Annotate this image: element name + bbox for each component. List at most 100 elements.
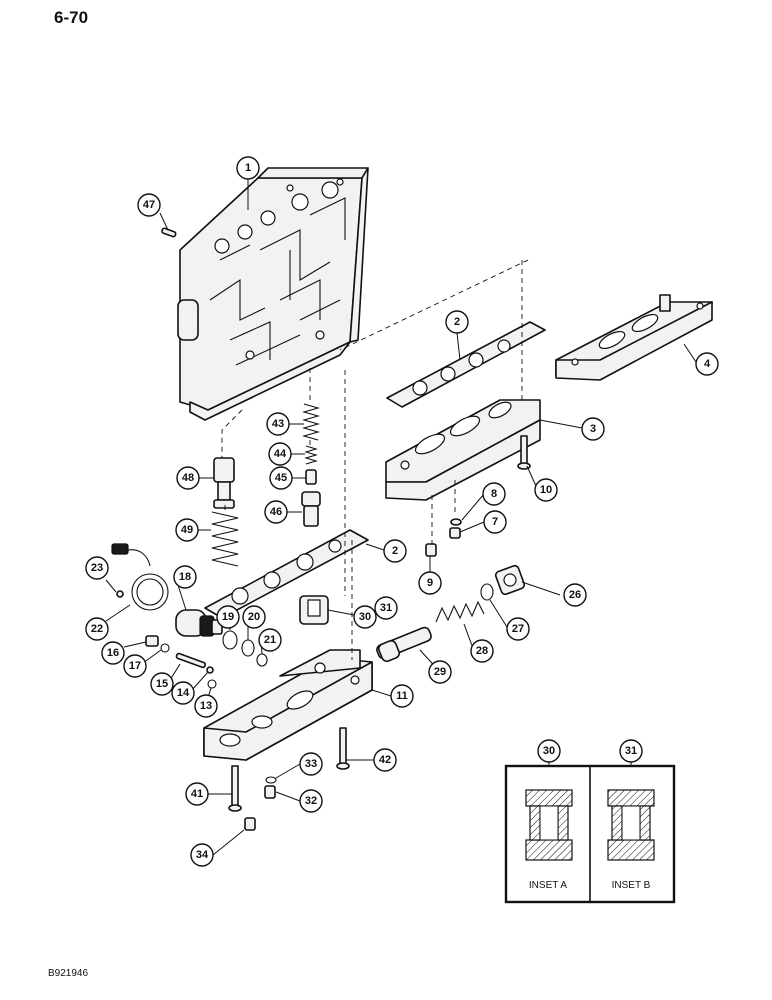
svg-text:29: 29 bbox=[434, 666, 446, 678]
inset-a-section bbox=[525, 789, 573, 861]
callout-48: 48 bbox=[176, 466, 200, 490]
svg-text:13: 13 bbox=[200, 700, 212, 712]
plug-part-32 bbox=[264, 785, 276, 799]
svg-text:22: 22 bbox=[91, 623, 103, 635]
callout-11: 11 bbox=[390, 684, 414, 708]
inset-a-callout: 30 bbox=[537, 739, 561, 763]
svg-text:9: 9 bbox=[427, 577, 433, 589]
callout-33: 33 bbox=[299, 752, 323, 776]
spring-part-49 bbox=[211, 511, 239, 567]
svg-text:20: 20 bbox=[248, 611, 260, 623]
callout-49: 49 bbox=[175, 518, 199, 542]
svg-text:23: 23 bbox=[91, 562, 103, 574]
callout-47: 47 bbox=[137, 193, 161, 217]
svg-text:16: 16 bbox=[107, 647, 119, 659]
solenoid-part-18 bbox=[175, 609, 223, 637]
svg-text:33: 33 bbox=[305, 758, 317, 770]
plug-part-7 bbox=[449, 527, 461, 539]
svg-text:21: 21 bbox=[264, 634, 276, 646]
svg-text:32: 32 bbox=[305, 795, 317, 807]
svg-text:26: 26 bbox=[569, 589, 581, 601]
bolt-part-10 bbox=[517, 435, 531, 470]
inset-b-callout: 31 bbox=[619, 739, 643, 763]
spool-part-45 bbox=[305, 469, 317, 485]
sleeve-part-30-31 bbox=[299, 595, 329, 625]
svg-text:42: 42 bbox=[379, 754, 391, 766]
callout-43: 43 bbox=[266, 412, 290, 436]
spring-part-44 bbox=[304, 445, 318, 465]
svg-text:17: 17 bbox=[129, 660, 141, 672]
ring-part-22 bbox=[131, 573, 169, 611]
valve-part-46 bbox=[301, 491, 321, 527]
gasket-upper-part-2 bbox=[386, 321, 546, 408]
callout-3: 3 bbox=[581, 417, 605, 441]
svg-text:18: 18 bbox=[179, 571, 191, 583]
callout-28: 28 bbox=[470, 639, 494, 663]
svg-text:48: 48 bbox=[182, 472, 194, 484]
callout-42: 42 bbox=[373, 748, 397, 772]
svg-text:44: 44 bbox=[274, 448, 287, 460]
callout-30: 30 bbox=[353, 605, 377, 629]
plug-part-16 bbox=[145, 635, 159, 647]
valve-part-48 bbox=[213, 457, 235, 509]
connector-part-23 bbox=[111, 543, 151, 567]
callout-26: 26 bbox=[563, 583, 587, 607]
svg-text:34: 34 bbox=[196, 849, 209, 861]
pin-part-15 bbox=[175, 652, 207, 669]
svg-text:49: 49 bbox=[181, 524, 193, 536]
callout-29: 29 bbox=[428, 660, 452, 684]
callout-2-upper: 2 bbox=[445, 310, 469, 334]
callout-45: 45 bbox=[269, 466, 293, 490]
callout-15: 15 bbox=[150, 672, 174, 696]
page-number: 6-70 bbox=[54, 8, 89, 27]
bolt-part-41 bbox=[228, 765, 242, 812]
ring-part-8 bbox=[450, 518, 462, 526]
inset-b-caption: INSET B bbox=[612, 880, 651, 891]
callout-4: 4 bbox=[695, 352, 719, 376]
o-ring-part-21 bbox=[256, 653, 268, 667]
svg-text:2: 2 bbox=[454, 316, 460, 328]
svg-text:14: 14 bbox=[177, 687, 190, 699]
callout-13: 13 bbox=[194, 694, 218, 718]
svg-text:2: 2 bbox=[392, 545, 398, 557]
callout-22: 22 bbox=[85, 617, 109, 641]
spring-part-43 bbox=[301, 403, 321, 441]
pin-part-47 bbox=[161, 227, 177, 238]
callout-21: 21 bbox=[258, 628, 282, 652]
svg-text:3: 3 bbox=[590, 423, 596, 435]
svg-text:8: 8 bbox=[491, 488, 497, 500]
washer-part-17 bbox=[160, 643, 170, 653]
callout-32: 32 bbox=[299, 789, 323, 813]
leader-lines bbox=[105, 178, 697, 856]
svg-text:41: 41 bbox=[191, 788, 203, 800]
callout-20: 20 bbox=[242, 605, 266, 629]
callout-46: 46 bbox=[264, 500, 288, 524]
callout-1: 1 bbox=[236, 156, 260, 180]
o-ring-part-19 bbox=[222, 630, 238, 650]
spring-part-28 bbox=[435, 600, 485, 623]
svg-text:43: 43 bbox=[272, 418, 284, 430]
callout-31: 31 bbox=[374, 596, 398, 620]
spool-part-29 bbox=[376, 626, 432, 663]
ball-part-14 bbox=[206, 666, 214, 674]
plug-part-9 bbox=[425, 543, 437, 557]
callout-2-lower: 2 bbox=[383, 539, 407, 563]
svg-text:19: 19 bbox=[222, 611, 234, 623]
valve-body-part-1 bbox=[177, 167, 369, 421]
lower-body-part-11 bbox=[203, 649, 373, 761]
svg-text:46: 46 bbox=[270, 506, 282, 518]
plug-part-26 bbox=[494, 564, 526, 596]
callout-14: 14 bbox=[171, 681, 195, 705]
svg-text:27: 27 bbox=[512, 623, 524, 635]
inset-b-section bbox=[607, 789, 655, 861]
svg-text:10: 10 bbox=[540, 484, 552, 496]
callout-27: 27 bbox=[506, 617, 530, 641]
inset-panel: 30 31 INSET A INSET B bbox=[504, 739, 676, 904]
callout-16: 16 bbox=[101, 641, 125, 665]
svg-text:11: 11 bbox=[396, 690, 408, 702]
upper-plate-part-3 bbox=[385, 399, 541, 501]
svg-text:47: 47 bbox=[143, 199, 155, 211]
svg-text:7: 7 bbox=[492, 516, 498, 528]
callouts: 1 47 2 4 3 43 44 45 48 46 10 8 7 49 2 9 … bbox=[85, 156, 719, 867]
